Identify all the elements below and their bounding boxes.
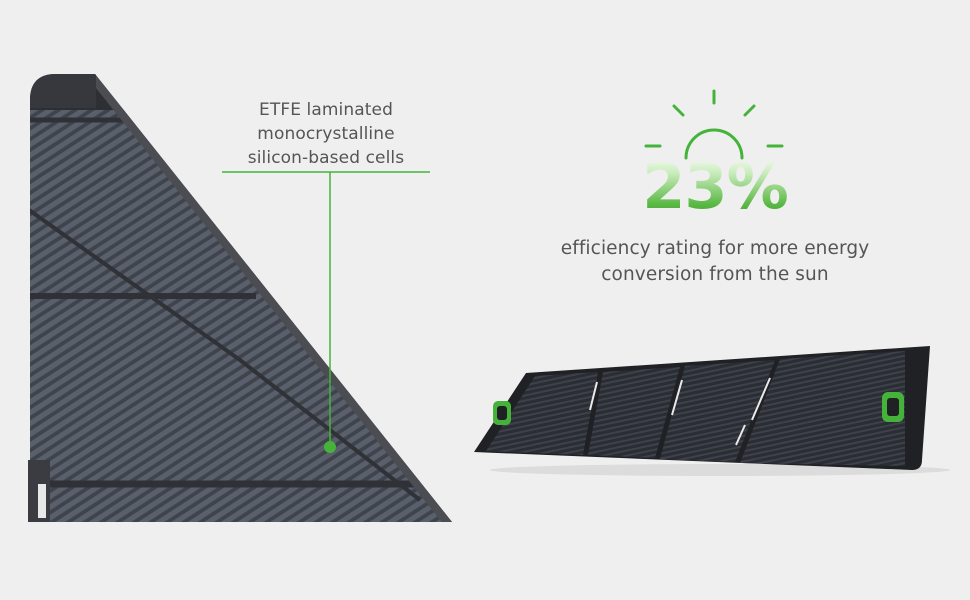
efficiency-value: 23%: [510, 152, 920, 222]
efficiency-description-line-2: conversion from the sun: [601, 264, 829, 285]
solar-panel-unfolded: [474, 346, 950, 476]
cell-callout: ETFE laminated monocrystalline silicon-b…: [222, 98, 430, 170]
callout-line-1: ETFE laminated: [259, 100, 393, 120]
callout-line-2: monocrystalline: [257, 124, 395, 144]
efficiency-description-line-1: efficiency rating for more energy: [560, 238, 870, 259]
callout-leader: [222, 171, 430, 453]
sun-icon: [644, 89, 784, 160]
efficiency-description: efficiency rating for more energy conver…: [510, 236, 920, 288]
leader-dot-icon: [324, 441, 336, 453]
callout-line-3: silicon-based cells: [247, 148, 405, 168]
efficiency-stat: 23% efficiency rating for more energy co…: [510, 80, 920, 300]
